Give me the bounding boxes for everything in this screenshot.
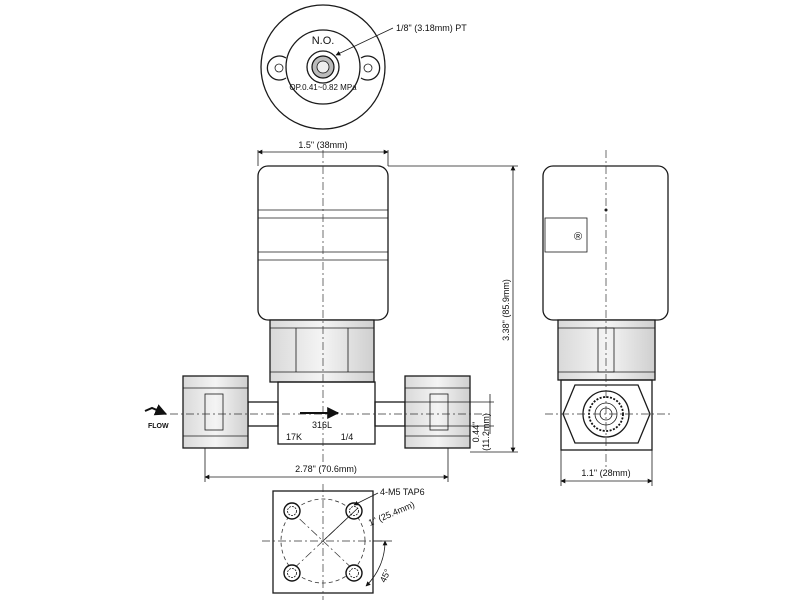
side-bonnet-nut <box>557 319 656 381</box>
body-code-left: 17K <box>286 432 302 442</box>
port-bore <box>316 60 330 74</box>
tapped-hole-tl <box>283 502 301 520</box>
top-view-outer-circle <box>260 4 386 130</box>
left-ear <box>266 55 287 81</box>
width-dim-label: 1.5" (38mm) <box>298 140 347 150</box>
right-ear-hole <box>363 63 373 73</box>
side-actuator <box>542 165 669 321</box>
bolt-radius-line <box>322 507 359 542</box>
top-view-inner-circle <box>285 29 361 105</box>
side-view: ® 1.1" (28mm) <box>542 150 670 486</box>
bolt-circle <box>280 498 366 584</box>
body-height-dim-label-b: (11.2mm) <box>481 413 491 451</box>
bolt-dim-label: 1" (25.4mm) <box>367 499 416 527</box>
right-fitting-ferrule <box>429 393 449 431</box>
left-fitting-ferrule <box>204 393 224 431</box>
side-width-dim-label: 1.1" (28mm) <box>581 468 630 478</box>
flow-label: FLOW <box>148 423 169 430</box>
no-label: N.O. <box>312 35 335 47</box>
left-fitting <box>182 375 249 449</box>
tap-leader <box>353 492 379 506</box>
port-outer-circle <box>306 50 340 84</box>
angle-label: 45° <box>378 567 393 584</box>
tap-label: 4-M5 TAP6 <box>380 487 425 497</box>
registered-mark: ® <box>574 231 582 243</box>
front-view: 316L 17K 1/4 FLOW 1.5" (38mm) 3.38" (85.… <box>144 140 518 482</box>
tapped-hole-br <box>345 564 363 582</box>
side-body <box>560 379 653 451</box>
angle-arc <box>365 540 388 587</box>
side-label-plate <box>544 217 588 253</box>
left-ear-hole <box>274 63 284 73</box>
body-height-dim-label-a: 0.44" <box>471 422 481 443</box>
body-label: 316L <box>312 420 332 430</box>
port-label: 1/8" (3.18mm) PT <box>396 23 467 33</box>
right-fitting <box>404 375 471 449</box>
top-view: N.O. OP.0.41~ OP.0.41~0.82 MPa 1/8" (3.1… <box>260 4 467 130</box>
body-code-right: 1/4 <box>341 432 354 442</box>
length-dim-label: 2.78" (70.6mm) <box>295 464 357 474</box>
bottom-view: 4-M5 TAP6 1" (25.4mm) 45° <box>262 484 425 600</box>
right-ear <box>360 55 381 81</box>
tapped-hole-bl <box>283 564 301 582</box>
height-dim-label: 3.38" (85.9mm) <box>501 279 511 341</box>
pressure-label: OP.0.41~0.82 MPa <box>289 83 357 92</box>
flow-arrow <box>144 404 168 416</box>
bonnet-nut <box>269 319 375 383</box>
port-leader <box>335 27 394 56</box>
